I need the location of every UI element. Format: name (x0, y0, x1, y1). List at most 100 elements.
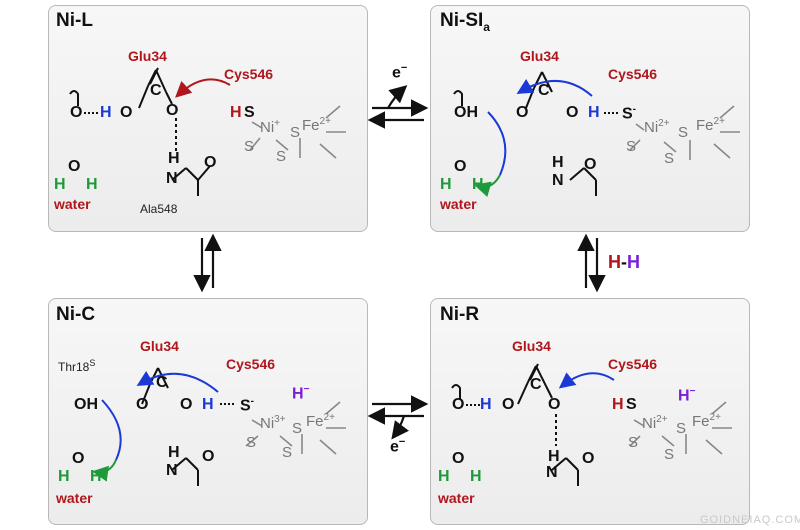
nir-water-h1: H (438, 468, 450, 485)
nir-backbone-h: H (548, 448, 560, 465)
water-label-nil: water (54, 196, 91, 212)
nisi-s3: S (664, 150, 675, 167)
panel-title-nisi-sub: a (483, 19, 490, 34)
nil-s3: S (276, 148, 287, 165)
nisi-o: O (566, 104, 579, 121)
water-label-nisi: water (440, 196, 477, 212)
cys546-label-nil: Cys546 (224, 66, 274, 82)
nir-s-cys: S (626, 396, 637, 413)
nir-o-mid: O (502, 396, 515, 413)
thr18-label-main: Thr18 (58, 360, 90, 374)
electron-label-top-e: e (392, 64, 401, 82)
nir-fe-charge: 2+ (709, 412, 721, 423)
nic-water-h1: H (58, 468, 70, 485)
nil-backbone-n: N (166, 170, 178, 187)
nisi-h-blue: H (588, 104, 600, 121)
nic-hydride-h: H (292, 385, 304, 403)
nisi-oh: OH (454, 104, 478, 121)
nisi-water-h2: H (472, 176, 484, 193)
nisi-backbone-n: N (552, 172, 564, 189)
watermark: GOIDNEIAQ.COM (700, 514, 800, 526)
nisi-ni-charge: 2+ (658, 118, 670, 129)
nil-o-left: O (70, 104, 83, 121)
nir-s3: S (664, 446, 675, 463)
nil-fe: Fe2+ (302, 116, 331, 134)
equilibrium-right (577, 233, 606, 293)
nic-hydride: H− (292, 384, 309, 403)
nil-fe-charge: 2+ (319, 116, 331, 127)
nir-water-h2: H (470, 468, 482, 485)
electron-label-top-sup: − (400, 62, 408, 74)
electron-label-bottom-e: e (390, 438, 399, 456)
cys546-label-nir: Cys546 (608, 356, 658, 372)
cys546-label-nisi: Cys546 (608, 66, 658, 82)
nisi-fe-charge: 2+ (713, 116, 725, 127)
nic-ni-charge: 3+ (274, 414, 286, 425)
nil-water-h1: H (54, 176, 66, 193)
nic-s2: S (246, 434, 257, 451)
nir-o-left: O (452, 396, 465, 413)
ala548-label: Ala548 (140, 202, 178, 216)
glu34-label-nil: Glu34 (128, 48, 167, 64)
nisi-fe: Fe2+ (696, 116, 725, 134)
nic-backbone-o: O (202, 448, 215, 465)
nir-hydride: H− (678, 386, 695, 405)
nir-water-o: O (452, 450, 465, 467)
nir-ni: Ni2+ (642, 414, 668, 432)
nic-water-o: O (72, 450, 85, 467)
equilibrium-bottom (367, 395, 429, 440)
nic-h-blue: H (202, 396, 214, 413)
panel-ni-r (430, 298, 750, 525)
nil-h-blue: H (100, 104, 112, 121)
h2-label: H-H (608, 252, 640, 273)
electron-label-top: e− (392, 62, 407, 82)
equilibrium-left (193, 233, 222, 293)
nisi-water-h1: H (440, 176, 452, 193)
water-label-nir: water (438, 490, 475, 506)
nic-s3: S (282, 444, 293, 461)
panel-ni-l (48, 5, 368, 232)
panel-title-nisi-main: Ni-SI (440, 10, 484, 31)
nisi-o-dbl: O (516, 104, 529, 121)
nir-c: C (530, 376, 542, 393)
electron-label-bottom: e− (390, 436, 405, 456)
nir-h-cys: H (612, 396, 624, 413)
water-label-nic: water (56, 490, 93, 506)
nic-s-cys: S- (240, 396, 255, 415)
nisi-s-cys: S- (622, 104, 637, 123)
nir-backbone-o: O (582, 450, 595, 467)
nic-c: C (156, 374, 168, 391)
nisi-water-o: O (454, 158, 467, 175)
nil-o-mid: O (120, 104, 133, 121)
equilibrium-top (367, 85, 429, 129)
nisi-s1: S (678, 124, 689, 141)
nil-water-o: O (68, 158, 81, 175)
nisi-backbone-o: O (584, 156, 597, 173)
nic-water-h2: H (90, 468, 102, 485)
nil-backbone-o: O (204, 154, 217, 171)
nir-fe: Fe2+ (692, 412, 721, 430)
nir-backbone-n: N (546, 464, 558, 481)
nil-s2: S (244, 138, 255, 155)
h2-label-dash: - (621, 252, 627, 272)
nir-hydride-charge: − (689, 386, 696, 397)
nic-o-dbl: O (136, 396, 149, 413)
electron-label-bottom-sup: − (398, 436, 406, 448)
cys546-label-nic: Cys546 (226, 356, 276, 372)
nil-water-h2: H (86, 176, 98, 193)
glu34-label-nir: Glu34 (512, 338, 551, 354)
nir-o-right: O (548, 396, 561, 413)
thr18-label-sup: S (89, 358, 96, 368)
panel-title-nisi: Ni-SIa (440, 10, 490, 34)
nic-s1: S (292, 420, 303, 437)
nir-ni-charge: 2+ (656, 414, 668, 425)
panel-title-nil: Ni-L (56, 10, 93, 31)
panel-title-nic: Ni-C (56, 304, 96, 325)
nil-ni: Ni+ (260, 118, 281, 136)
nil-o-right: O (166, 102, 179, 119)
h2-label-h2: H (627, 252, 640, 272)
nil-s-cys: S (244, 104, 255, 121)
nic-oh: OH (74, 396, 98, 413)
nic-hydride-charge: − (303, 384, 310, 395)
panel-title-nir: Ni-R (440, 304, 480, 325)
